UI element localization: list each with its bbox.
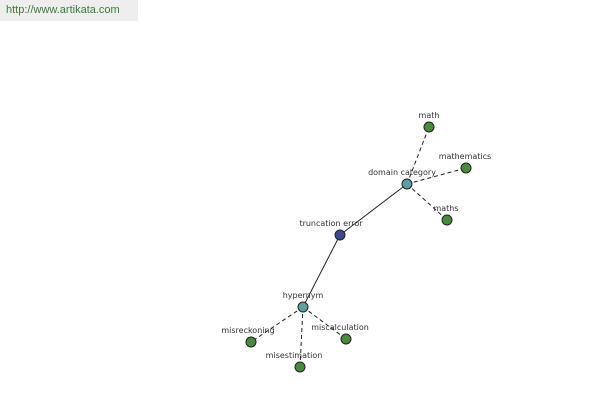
node-dot-domain-category[interactable] [401,178,413,190]
node-label-math[interactable]: math [419,111,440,120]
node-label-mathematics[interactable]: mathematics [439,152,491,161]
node-dot-misestimation[interactable] [294,361,306,373]
edge-hypernym-to-misestimation [299,306,304,368]
node-dot-math[interactable] [423,121,435,133]
node-misestimation[interactable]: misestimation [266,351,323,373]
node-label-miscalculation[interactable]: miscalculation [311,323,369,332]
edge-domain-category-to-math [406,126,430,185]
node-domain-category[interactable]: domain category [368,168,436,190]
node-maths[interactable]: maths [433,204,459,226]
edges-layer [250,126,467,368]
node-mathematics[interactable]: mathematics [439,152,491,174]
node-label-misreckoning[interactable]: misreckoning [221,326,274,335]
edge-domain-category-to-mathematics [406,167,467,185]
node-miscalculation[interactable]: miscalculation [311,323,369,345]
node-dot-truncation-error[interactable] [334,229,346,241]
node-label-domain-category[interactable]: domain category [368,168,436,177]
node-truncation-error[interactable]: truncation error [299,219,363,241]
node-dot-maths[interactable] [441,214,453,226]
site-url-link[interactable]: http://www.artikata.com [6,4,120,16]
node-label-misestimation[interactable]: misestimation [266,351,323,360]
node-dot-mathematics[interactable] [460,162,472,174]
nodes-layer: truncation error domain category hypernym m… [221,111,491,373]
edge-hypernym-to-misreckoning [250,306,304,343]
site-banner[interactable]: http://www.artikata.com [0,0,138,21]
node-dot-misreckoning[interactable] [245,336,257,348]
edge-domain-category-to-maths [406,183,448,221]
edge-truncation-error-to-hypernym [302,234,341,308]
node-hypernym[interactable]: hypernym [283,291,324,313]
node-dot-miscalculation[interactable] [340,333,352,345]
edge-truncation-error-to-domain-category [339,183,408,236]
edge-hypernym-to-miscalculation [302,306,347,340]
node-label-truncation-error[interactable]: truncation error [299,219,363,228]
node-label-hypernym[interactable]: hypernym [283,291,324,300]
node-math[interactable]: math [419,111,440,133]
node-misreckoning[interactable]: misreckoning [221,326,275,348]
node-dot-hypernym[interactable] [297,301,309,313]
node-label-maths[interactable]: maths [433,204,458,213]
